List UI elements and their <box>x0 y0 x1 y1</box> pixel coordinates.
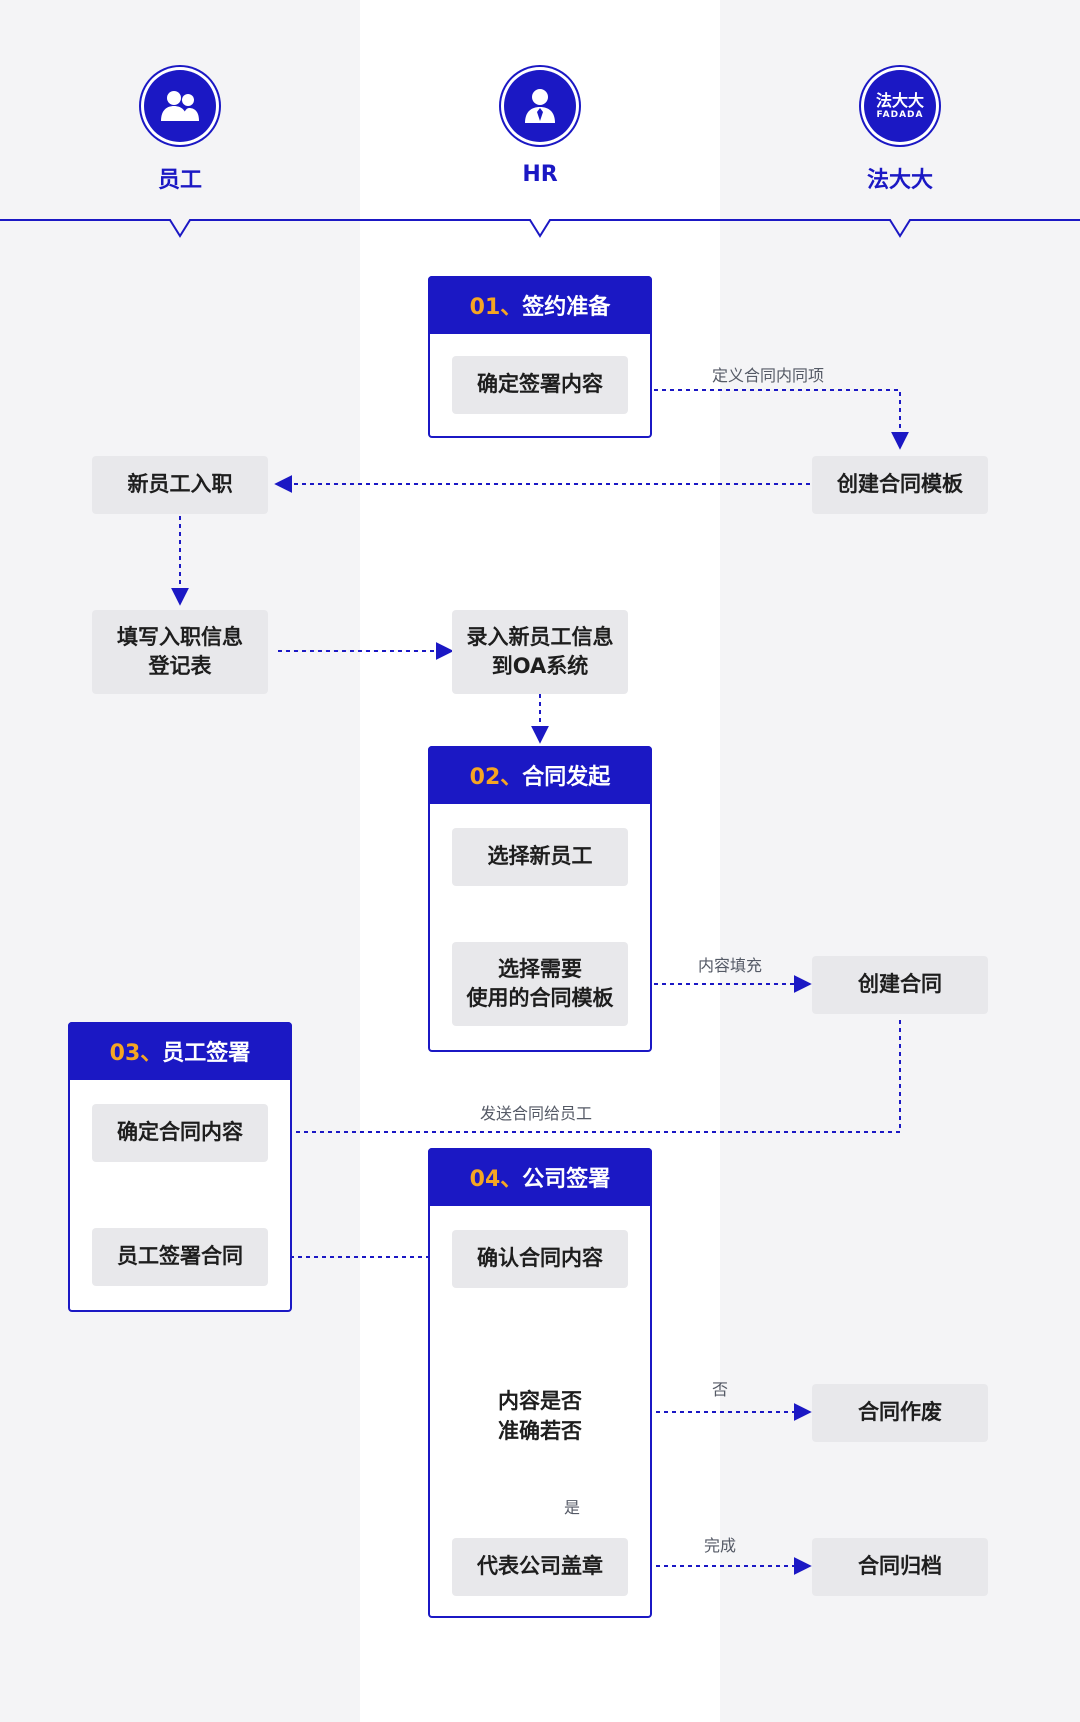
step-02-header: 02、合同发起 <box>428 746 652 804</box>
step-02-number: 02、 <box>469 765 523 790</box>
node-employee-sign-contract: 员工签署合同 <box>92 1228 268 1286</box>
label-yes: 是 <box>564 1498 581 1517</box>
lane-title-employee: 员工 <box>157 168 202 193</box>
node-contract-archive: 合同归档 <box>812 1538 988 1596</box>
label-no: 否 <box>712 1380 729 1399</box>
label-fill-content: 内容填充 <box>698 956 763 975</box>
header-divider <box>0 219 1080 238</box>
node-contract-void: 合同作废 <box>812 1384 988 1442</box>
node-fill-onboard-form: 填写入职信息 登记表 <box>92 610 268 694</box>
node-select-new-employee: 选择新员工 <box>452 828 628 886</box>
label-done: 完成 <box>704 1536 737 1555</box>
fadada-logo-icon: 法大大 FADADA <box>864 70 936 142</box>
step-01-title: 签约准备 <box>522 295 611 320</box>
step-03-header: 03、员工签署 <box>68 1022 292 1080</box>
step-04-header: 04、公司签署 <box>428 1148 652 1206</box>
edge-define-items <box>638 389 909 450</box>
node-create-contract: 创建合同 <box>812 956 988 1014</box>
step-01-number: 01、 <box>469 295 523 320</box>
node-create-contract-template: 创建合同模板 <box>812 456 988 514</box>
node-confirm-contract-content-hr: 确认合同内容 <box>452 1230 628 1288</box>
step-03-number: 03、 <box>109 1041 163 1066</box>
step-01-header: 01、签约准备 <box>428 276 652 334</box>
node-confirm-contract-content: 确定合同内容 <box>92 1104 268 1162</box>
node-new-employee-onboard: 新员工入职 <box>92 456 268 514</box>
lane-title-hr: HR <box>522 162 558 187</box>
logo-subtext: FADADA <box>876 109 924 120</box>
step-03-title: 员工签署 <box>162 1041 251 1066</box>
label-send-to-employee: 发送合同给员工 <box>480 1104 593 1123</box>
label-define-items: 定义合同内同项 <box>712 366 825 385</box>
node-confirm-sign-content: 确定签署内容 <box>452 356 628 414</box>
node-company-seal: 代表公司盖章 <box>452 1538 628 1596</box>
logo-text: 法大大 <box>875 90 924 110</box>
step-04-title: 公司签署 <box>522 1167 611 1192</box>
edge-send-to-employee <box>274 1020 901 1141</box>
step-04-number: 04、 <box>469 1167 523 1192</box>
node-enter-info-oa: 录入新员工信息 到OA系统 <box>452 610 628 694</box>
node-select-template: 选择需要 使用的合同模板 <box>452 942 628 1026</box>
step-02-title: 合同发起 <box>522 765 611 790</box>
lane-employee-background <box>0 0 360 1722</box>
decision-content-accurate: 内容是否 准确若否 <box>498 1388 582 1443</box>
lane-title-fadada: 法大大 <box>866 168 933 193</box>
user-tie-icon <box>504 70 576 142</box>
users-icon <box>144 70 216 142</box>
